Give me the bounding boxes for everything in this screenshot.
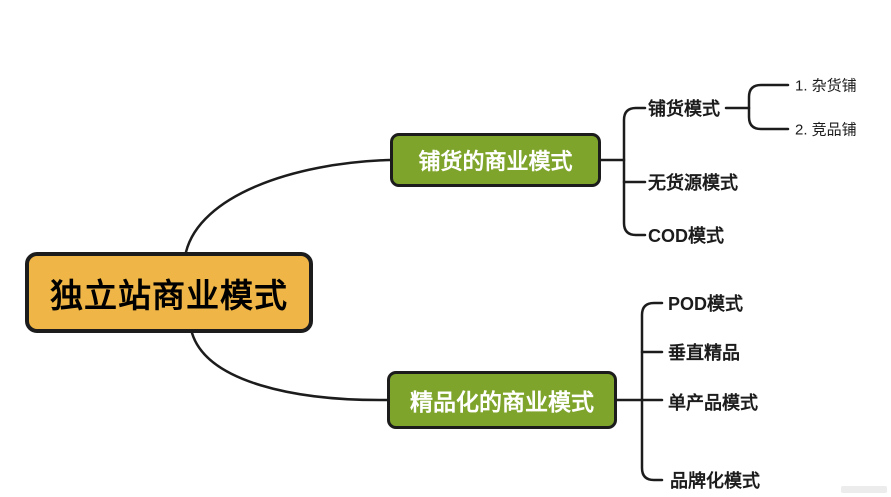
node-jingpinpu: 2. 竞品铺 <box>795 121 857 139</box>
node-cod-moshi: COD模式 <box>648 226 724 246</box>
bracket-branch-top <box>622 106 647 237</box>
curve-root-to-branch-top <box>184 158 392 254</box>
node-pod-moshi: POD模式 <box>668 294 744 314</box>
node-root: 独立站商业模式 <box>25 252 313 333</box>
node-puhuo-moshi: 铺货模式 <box>648 99 720 119</box>
bracket-branch-bottom <box>640 301 664 482</box>
node-chuizhi-jingpin: 垂直精品 <box>668 343 740 363</box>
node-zahuopu: 1. 杂货铺 <box>795 77 857 95</box>
node-danchanpin-moshi: 单产品模式 <box>668 393 758 413</box>
watermark <box>841 486 887 493</box>
bracket-puhuo-sub <box>747 83 790 131</box>
node-branch-jingpin: 精品化的商业模式 <box>387 371 617 429</box>
curve-root-to-branch-bottom <box>190 331 389 402</box>
node-branch-puhuo: 铺货的商业模式 <box>390 133 601 187</box>
node-pinpaihua-moshi: 品牌化模式 <box>670 471 760 491</box>
node-wuhuoyuan-moshi: 无货源模式 <box>648 173 738 193</box>
